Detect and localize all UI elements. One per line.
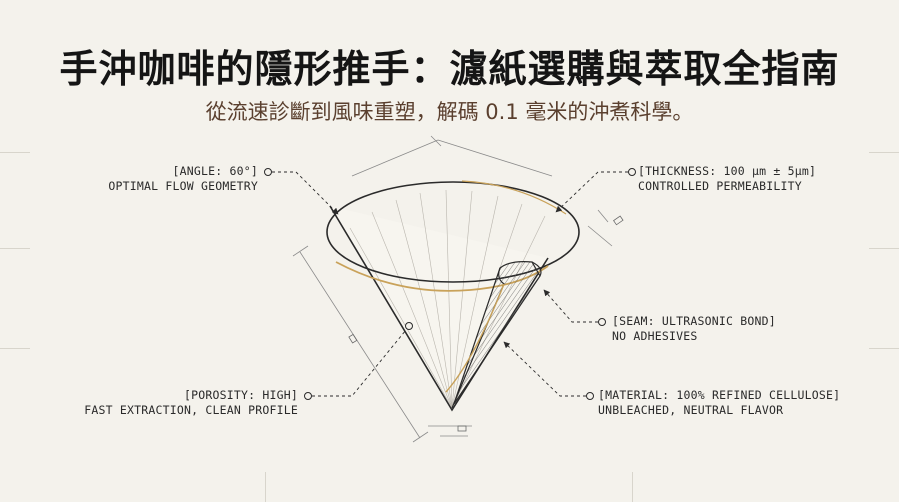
callout-material: [MATERIAL: 100% REFINED CELLULOSE] UNBLE… bbox=[598, 388, 840, 418]
callout-material-spec: [MATERIAL: 100% REFINED CELLULOSE] bbox=[598, 388, 841, 402]
callout-porosity: [POROSITY: HIGH] FAST EXTRACTION, CLEAN … bbox=[80, 388, 298, 418]
page-title: 手沖咖啡的隱形推手：濾紙選購與萃取全指南 bbox=[59, 47, 840, 91]
thickness-dimension-tick bbox=[587, 209, 624, 247]
callout-porosity-spec: [POROSITY: HIGH] bbox=[184, 388, 298, 402]
callout-seam-desc: NO ADHESIVES bbox=[612, 329, 698, 343]
tip-dimension-line bbox=[428, 425, 472, 437]
filter-cone bbox=[326, 180, 580, 412]
callout-seam: [SEAM: ULTRASONIC BOND] NO ADHESIVES bbox=[612, 314, 776, 344]
callout-thickness-spec: [THICKNESS: 100 µm ± 5µm] bbox=[638, 164, 817, 178]
callout-angle-desc: OPTIMAL FLOW GEOMETRY bbox=[108, 179, 258, 193]
registration-mark bbox=[869, 152, 899, 153]
registration-mark bbox=[869, 248, 899, 249]
callout-angle: [ANGLE: 60°] OPTIMAL FLOW GEOMETRY bbox=[100, 164, 258, 194]
callout-seam-spec: [SEAM: ULTRASONIC BOND] bbox=[612, 314, 776, 328]
callout-porosity-desc: FAST EXTRACTION, CLEAN PROFILE bbox=[84, 403, 298, 417]
registration-mark bbox=[0, 248, 30, 249]
page-subtitle: 從流速診斷到風味重塑，解碼 0.1 毫米的沖煮科學。 bbox=[205, 100, 694, 124]
callout-material-desc: UNBLEACHED, NEUTRAL FLAVOR bbox=[598, 403, 784, 417]
callout-angle-spec: [ANGLE: 60°] bbox=[172, 164, 258, 178]
registration-mark bbox=[0, 152, 30, 153]
rim-dimension-line bbox=[351, 135, 553, 177]
registration-mark bbox=[265, 472, 266, 502]
registration-mark bbox=[0, 348, 30, 349]
callout-leaders bbox=[272, 171, 628, 397]
callout-circle-markers bbox=[264, 168, 636, 400]
callout-thickness: [THICKNESS: 100 µm ± 5µm] CONTROLLED PER… bbox=[638, 164, 816, 194]
registration-mark bbox=[632, 472, 633, 502]
slant-dimension-line bbox=[292, 245, 429, 443]
callout-thickness-desc: CONTROLLED PERMEABILITY bbox=[638, 179, 802, 193]
registration-mark bbox=[869, 348, 899, 349]
